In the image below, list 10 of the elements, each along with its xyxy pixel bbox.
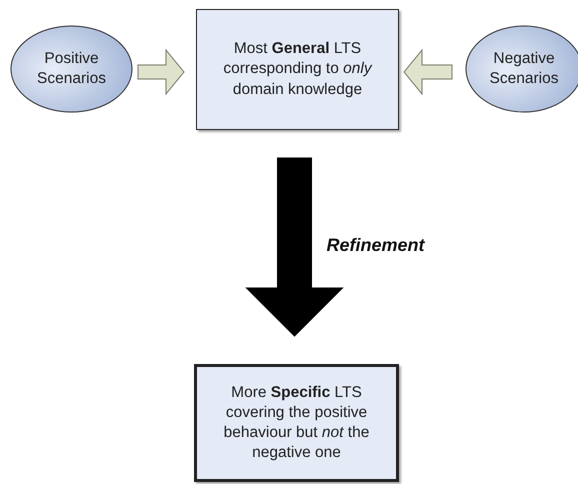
node-text: More Specific LTS covering the positive behaviour but not the negative one (222, 382, 370, 464)
lts-box (194, 364, 399, 482)
block-arrow (138, 48, 185, 96)
node-text: Most General LTS corresponding to only domain knowledge (222, 39, 374, 100)
lts-box (196, 9, 399, 130)
block-arrow (403, 48, 452, 96)
node-text: Negative Scenarios (488, 48, 560, 89)
refinement-arrow (245, 158, 344, 337)
node-text: Positive Scenarios (36, 48, 107, 89)
scenario-ellipse (10, 25, 133, 113)
